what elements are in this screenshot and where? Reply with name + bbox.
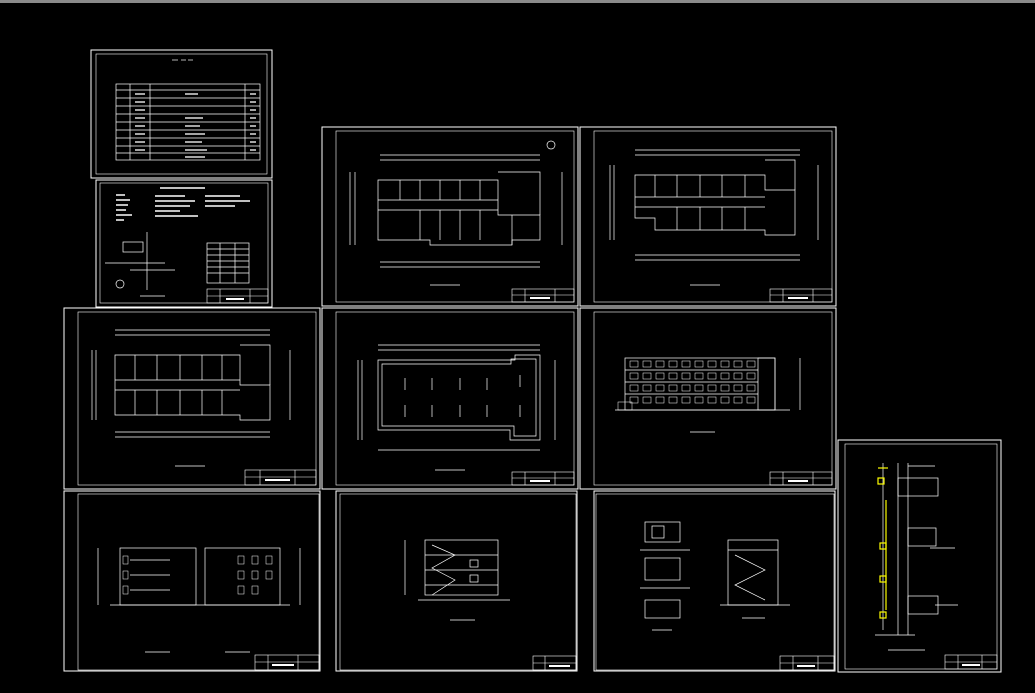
sheet-wall-section[interactable] [837, 439, 1002, 673]
sheet-cover[interactable] [90, 49, 273, 179]
sheet-plan-2[interactable] [579, 126, 837, 307]
window-top-border [0, 0, 1035, 3]
sheet-roof-plan[interactable] [321, 307, 579, 490]
cad-model-space[interactable] [0, 3, 1035, 693]
sheet-elevations-sides[interactable] [63, 490, 321, 672]
drawing-canvas[interactable] [0, 3, 1035, 693]
sheet-section[interactable] [335, 490, 578, 672]
sheet-details[interactable] [593, 490, 836, 672]
sheet-elevation-front[interactable] [579, 307, 837, 490]
sheet-plan-1[interactable] [321, 126, 579, 307]
sheet-notes[interactable] [95, 179, 273, 308]
sheet-plan-3[interactable] [63, 307, 321, 490]
